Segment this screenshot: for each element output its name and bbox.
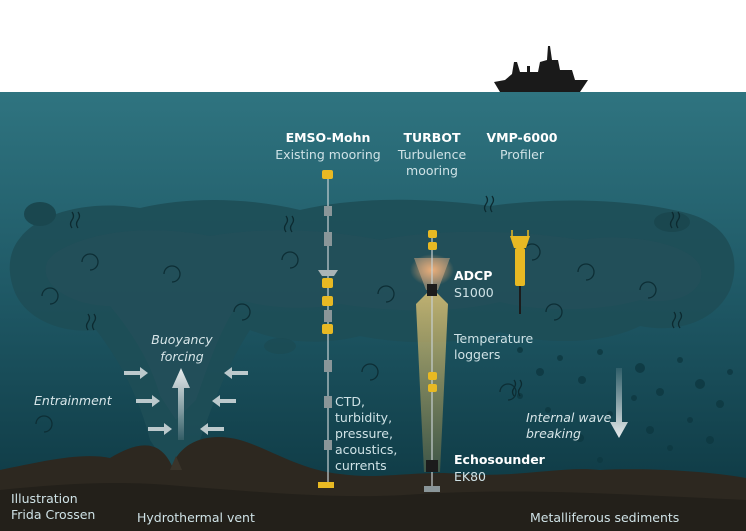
sky xyxy=(0,0,746,92)
buoyancy-label-1: Buoyancy xyxy=(151,332,213,347)
arrow-right-icon xyxy=(136,395,160,407)
wave-icon xyxy=(85,313,97,331)
buoyancy-label-2: forcing xyxy=(160,349,204,364)
credit-line-1: Illustration xyxy=(11,491,78,506)
arrow-right-icon xyxy=(124,367,148,379)
arrow-left-icon xyxy=(224,367,248,379)
eddy-icon xyxy=(41,287,59,305)
eddy-icon xyxy=(233,303,251,321)
wave-icon xyxy=(283,215,295,233)
vmp-title: VMP-6000 xyxy=(486,130,558,145)
eddy-icon xyxy=(81,253,99,271)
sediments-label: Metalliferous sediments xyxy=(530,510,680,525)
eddy-icon xyxy=(35,415,53,433)
arrow-up-icon xyxy=(172,368,190,440)
ctd-label-3: pressure, xyxy=(335,426,393,441)
eddy-icon xyxy=(499,383,517,401)
seabed-lower xyxy=(0,483,746,531)
wave-icon xyxy=(671,311,683,329)
particle-rain xyxy=(517,347,733,463)
turbot-mooring xyxy=(410,230,454,492)
echosounder-title: Echosounder xyxy=(454,452,545,467)
entrainment-arrows xyxy=(124,367,248,435)
arrow-right-icon xyxy=(148,423,172,435)
echosounder-subtitle: EK80 xyxy=(454,469,487,484)
wave-icon xyxy=(511,379,523,397)
ctd-label-2: turbidity, xyxy=(335,410,393,425)
internal-wave-icons xyxy=(69,195,683,397)
ship-icon xyxy=(494,46,588,92)
emso-subtitle: Existing mooring xyxy=(275,147,381,162)
arrow-left-icon xyxy=(200,423,224,435)
temperature-label-1: Temperature xyxy=(454,331,534,346)
vent-label: Hydrothermal vent xyxy=(137,510,255,525)
adcp-subtitle: S1000 xyxy=(454,285,494,300)
credit-line-2: Frida Crossen xyxy=(11,507,96,522)
vent-chimney xyxy=(170,456,182,470)
temperature-label-2: loggers xyxy=(454,347,501,362)
eddy-icon xyxy=(577,263,595,281)
hydrothermal-plume xyxy=(9,199,735,470)
internal-wave-label-2: breaking xyxy=(526,426,581,441)
turbot-title: TURBOT xyxy=(403,130,461,145)
turbot-subtitle-1: Turbulence xyxy=(397,147,467,162)
wave-icon xyxy=(669,211,681,229)
vmp-profiler xyxy=(510,230,530,314)
eddy-icon xyxy=(281,251,299,269)
internal-wave-label-1: Internal wave xyxy=(526,410,612,425)
eddy-icons xyxy=(35,243,657,433)
ctd-label-5: currents xyxy=(335,458,387,473)
ctd-label-1: CTD, xyxy=(335,394,365,409)
eddy-icon xyxy=(545,303,563,321)
vmp-subtitle: Profiler xyxy=(499,147,545,162)
wave-icon xyxy=(69,211,81,229)
turbot-subtitle-2: mooring xyxy=(406,163,458,178)
eddy-icon xyxy=(361,363,379,381)
wave-icon xyxy=(483,195,495,213)
ctd-label-4: acoustics, xyxy=(335,442,398,457)
emso-mooring xyxy=(318,170,338,488)
arrow-down-icon xyxy=(610,368,628,438)
emso-title: EMSO-Mohn xyxy=(285,130,371,145)
adcp-title: ADCP xyxy=(454,268,493,283)
eddy-icon xyxy=(377,285,395,303)
entrainment-label: Entrainment xyxy=(34,393,112,408)
arrow-left-icon xyxy=(212,395,236,407)
eddy-icon xyxy=(163,265,181,283)
eddy-icon xyxy=(639,281,657,299)
